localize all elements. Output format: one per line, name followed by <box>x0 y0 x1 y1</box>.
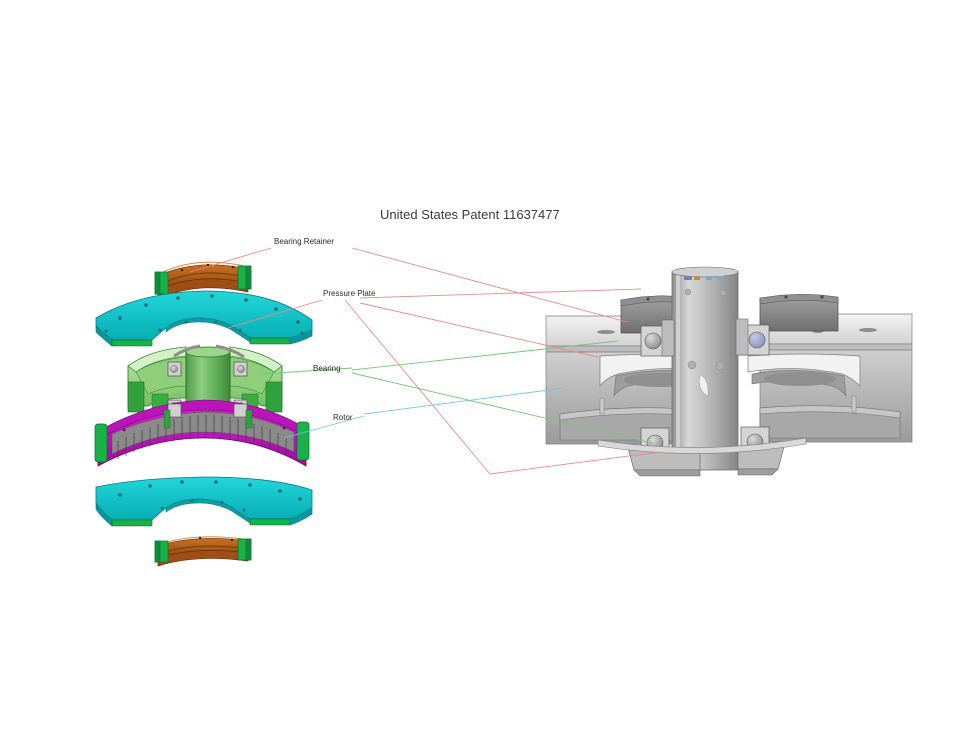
bearing-retainer-bottom <box>154 536 252 567</box>
bearing-assembled-upper <box>640 318 770 357</box>
pressure-plate-bottom <box>95 476 313 527</box>
callout-leader-lines <box>189 247 661 475</box>
callout-label-rotor: Rotor <box>333 413 353 422</box>
exploded-assembly-view <box>94 261 313 567</box>
pressure-plate-top <box>95 290 313 347</box>
bearing-retainer-top <box>154 261 252 300</box>
callout-label-pressure-plate: Pressure Plate <box>323 289 376 298</box>
bearing-exploded-upper <box>167 344 248 377</box>
assembled-section-view <box>545 266 913 477</box>
callout-label-bearing: Bearing <box>313 364 341 373</box>
figure-title: United States Patent 11637477 <box>380 207 560 222</box>
callout-label-bearing-retainer: Bearing Retainer <box>274 237 334 246</box>
rotor-ring <box>94 399 310 467</box>
